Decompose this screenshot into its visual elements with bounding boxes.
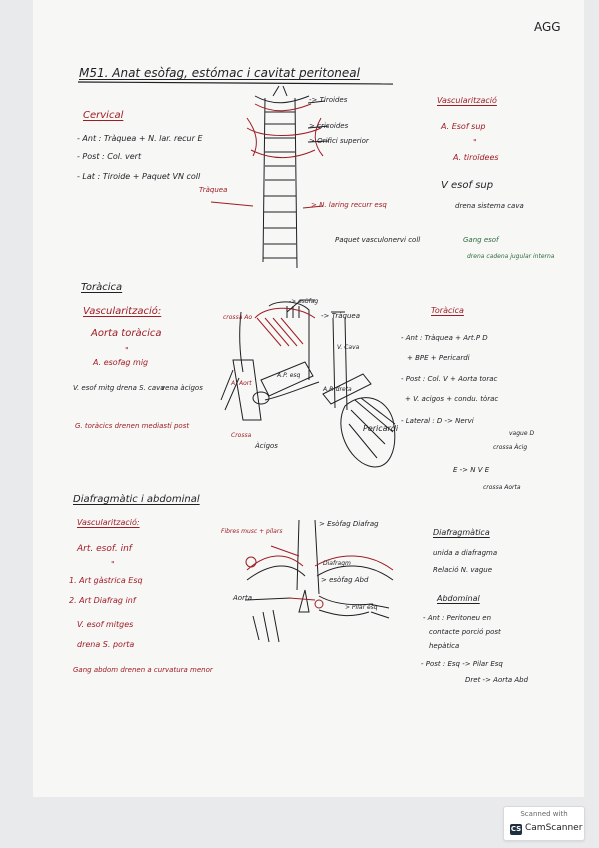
diafragmatic-vasc-line: 2. Art Diafrag inf xyxy=(69,596,136,605)
notes-drawings xyxy=(77,81,396,643)
abdominal-line: - Post : Esq -> Pilar Esq xyxy=(421,660,503,668)
diafragmatic-vasc-line: Art. esof. inf xyxy=(77,544,132,554)
diagram-label: Crossa xyxy=(231,432,252,439)
toracica-rel-line: + V. acigos + condu. tòrac xyxy=(405,395,499,403)
diagram-label: > Esòfag Diafrag xyxy=(319,520,379,528)
camscanner-logo-icon: CS xyxy=(510,824,522,835)
toracica-heading: Toràcica xyxy=(81,282,123,293)
vasc-line: A. tiroïdees xyxy=(453,153,499,162)
vasc-line: A. Esof sup xyxy=(441,122,486,131)
toracica-vasc-line: A. esofag mig xyxy=(93,358,149,367)
toracica-vasc-line: " xyxy=(125,346,129,355)
diafragmatic-heading: Diafragmàtic i abdominal xyxy=(73,494,200,505)
cervical-line: - Ant : Tràquea + N. lar. recur E xyxy=(77,134,203,143)
toracica-rel-line: + BPE + Pericardi xyxy=(407,354,470,362)
diagram-label: Tràquea xyxy=(199,186,228,194)
diagram-label: Pericardi xyxy=(363,424,399,433)
vasc-line: " xyxy=(473,138,477,147)
cervical-heading: Cervical xyxy=(83,110,124,121)
toracica-vasc-heading: Vascularització: xyxy=(83,306,162,317)
vasc-line: V esof sup xyxy=(441,180,494,191)
vasc-line: Gang esof xyxy=(463,236,499,244)
toracica-vasc-line: G. toràcics drenen mediastí post xyxy=(75,422,190,430)
diafragmatic-vasc-line: drena S. porta xyxy=(77,640,135,649)
toracica-rel-line: - Post : Col. V + Aorta torac xyxy=(401,375,498,383)
diagram-label: > Pilar esq xyxy=(345,604,378,611)
diagram-label: -> esòfag xyxy=(289,298,319,305)
diagram-label: Fibres musc + pilars xyxy=(221,528,283,535)
abdominal-line: - Ant : Peritoneu en xyxy=(423,614,492,622)
badge-brand: CamScanner xyxy=(525,823,583,833)
toracica-vasc-line: V. esof mitg drena S. cava xyxy=(73,384,165,392)
diaphragm-diagram xyxy=(244,519,394,643)
toracica-rel-line: - Ant : Tràquea + Art.P D xyxy=(401,334,488,342)
diagram-label: -> Tiroides xyxy=(309,96,348,104)
diagram-label: > cricoides xyxy=(309,122,349,130)
diagram-label: Paquet vasculonervi coll xyxy=(335,236,421,244)
diafragmatic-vasc-line: V. esof mitges xyxy=(77,620,134,629)
vasc-line: drena sistema cava xyxy=(455,202,524,210)
cervical-diagram xyxy=(246,85,330,269)
toracica-rel-line: vague D xyxy=(509,430,535,437)
diagram-label: > esòfag Abd xyxy=(321,576,369,584)
toracica-vasc-line: vena àcigos xyxy=(161,384,203,392)
toracica-rel-line: E -> N V E xyxy=(453,466,490,474)
toracica-vasc-line: Aorta toràcica xyxy=(91,328,162,339)
badge-caption: Scanned with xyxy=(520,810,568,818)
diagram-label: A.P. dreta xyxy=(323,386,352,393)
abdominal-heading: Abdominal xyxy=(437,594,480,603)
diafragmatic-vasc-line: " xyxy=(111,560,115,569)
toracica-rel-heading: Toràcica xyxy=(431,306,464,315)
diagram-label: Àcigos xyxy=(255,442,278,450)
author-initials: AGG xyxy=(534,20,561,34)
thoracic-diagram xyxy=(220,299,396,468)
diafragmatic-vasc-line: Gang abdom drenen a curvatura menor xyxy=(73,666,213,674)
diagram-label: Diafragm xyxy=(323,560,351,567)
toracica-rel-line: crossa Àcig xyxy=(493,444,528,451)
vasc-line: drena cadena jugular interna xyxy=(467,253,555,260)
abdominal-line: hepàtica xyxy=(429,642,460,650)
diagram-label: Aorta xyxy=(233,594,252,602)
diagram-label: V. Cava xyxy=(337,344,360,351)
diafragmatica-line: Relació N. vague xyxy=(433,566,493,574)
diagram-label: A. Aort xyxy=(231,380,252,387)
diagram-label: > N. laring recurr esq xyxy=(311,201,387,209)
vasc-cervical-heading: Vascularització xyxy=(437,96,497,105)
scanned-page: AGG M51. Anat esòfag, estómac i cavitat … xyxy=(33,0,584,797)
diagram-label: > Orifici superior xyxy=(309,137,369,145)
abdominal-line: contacte porció post xyxy=(429,628,501,636)
diafragmatic-vasc-heading: Vascularització: xyxy=(77,518,140,527)
cervical-line: - Post : Col. vert xyxy=(77,152,142,161)
toracica-rel-line: - Lateral : D -> Nervi xyxy=(401,417,474,425)
diafragmatica-line: unida a diafragma xyxy=(433,549,498,557)
diafragmatica-heading: Diafragmàtica xyxy=(433,528,490,537)
diagram-label: -> Tràquea xyxy=(321,312,360,320)
cervical-line: - Lat : Tiroide + Paquet VN coll xyxy=(77,172,201,181)
abdominal-line: Dret -> Aorta Abd xyxy=(465,676,529,684)
toracica-rel-line: crossa Aorta xyxy=(483,484,521,491)
camscanner-badge: Scanned with CS CamScanner xyxy=(503,806,585,841)
diagram-label: A.P. esq xyxy=(277,372,301,379)
diagram-label: crossa Ao xyxy=(223,314,253,321)
diafragmatic-vasc-line: 1. Art gàstrica Esq xyxy=(69,576,143,585)
page-title: M51. Anat esòfag, estómac i cavitat peri… xyxy=(79,66,360,80)
